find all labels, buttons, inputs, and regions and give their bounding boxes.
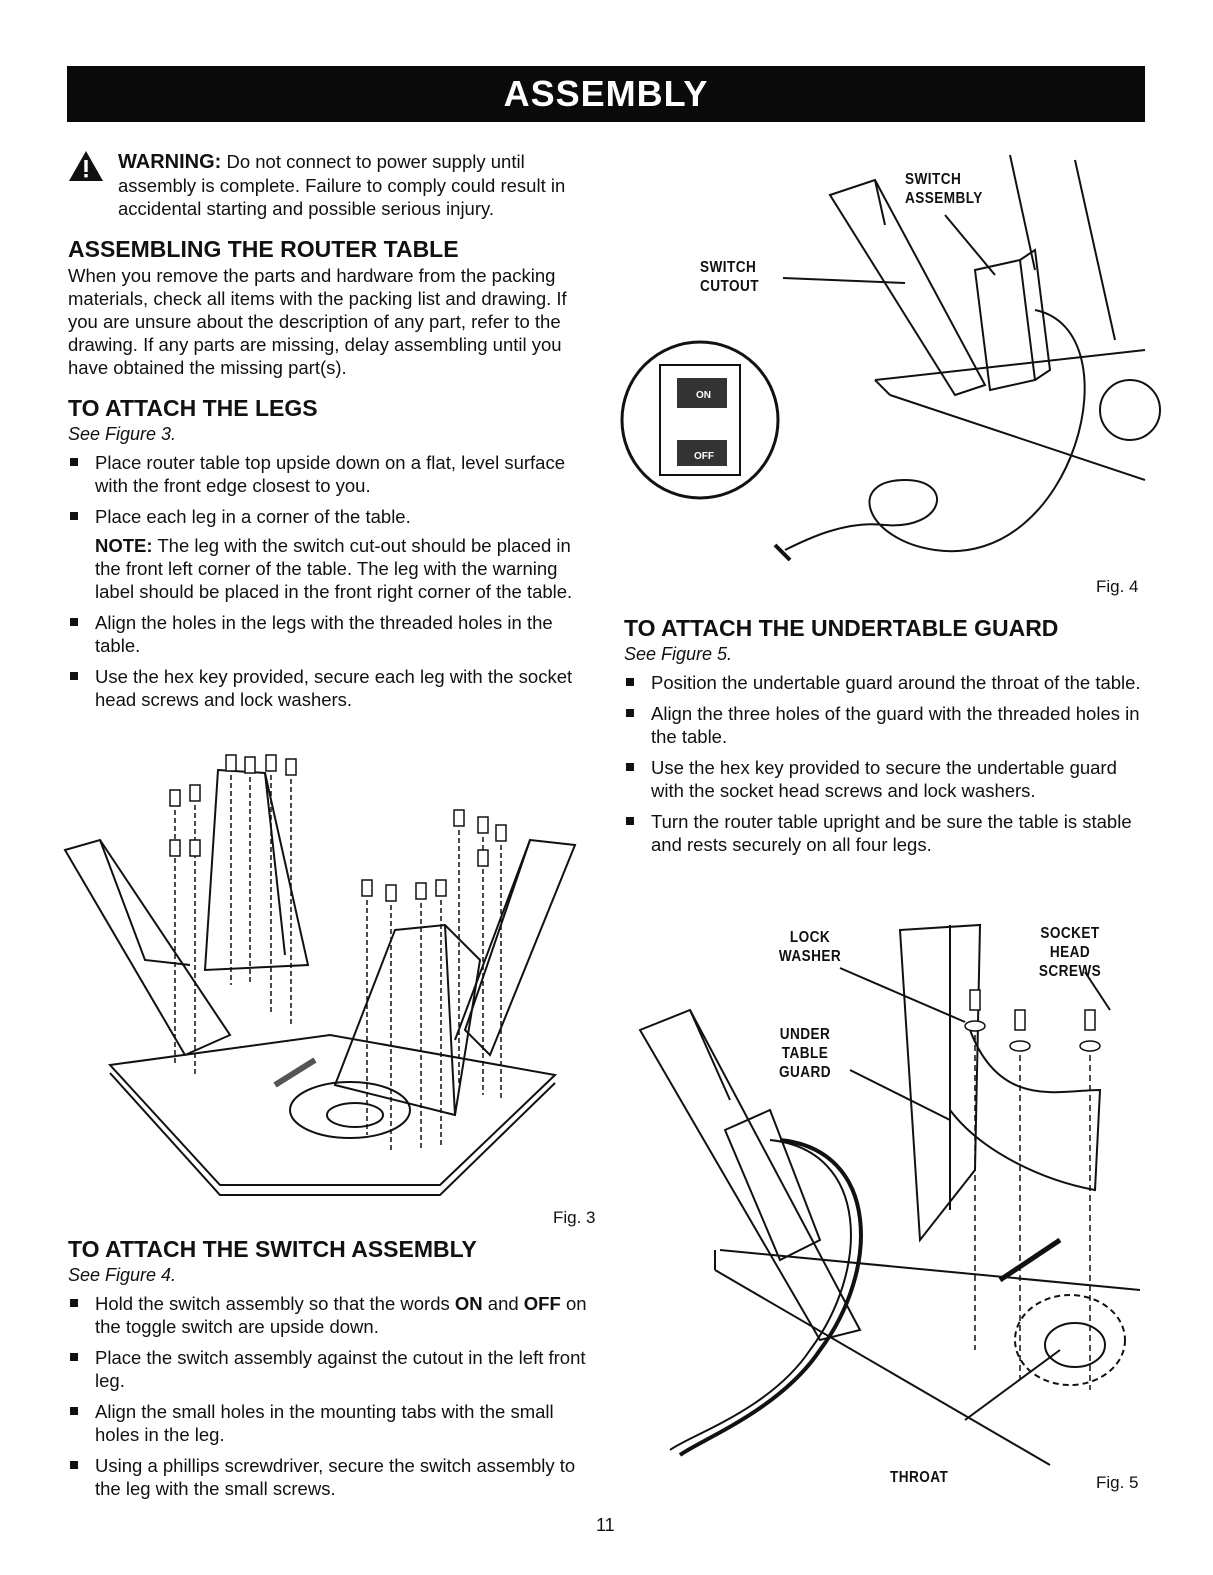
note-text: The leg with the switch cut-out should b… (95, 535, 573, 602)
list-item: Hold the switch assembly so that the wor… (68, 1292, 598, 1338)
switch-heading: TO ATTACH THE SWITCH ASSEMBLY (68, 1236, 477, 1262)
screw-icon (435, 879, 447, 1145)
screw-icon (189, 839, 201, 857)
legs-heading: TO ATTACH THE LEGS (68, 395, 318, 421)
screw-icon (169, 789, 181, 1065)
list-item: Place each leg in a corner of the table. (68, 505, 598, 528)
warning-icon (69, 151, 103, 181)
legs-see-figure: See Figure 3. (68, 424, 177, 444)
text: Hold the switch assembly so that the wor… (95, 1293, 450, 1314)
off-word: OFF (523, 1293, 561, 1314)
list-item: Use the hex key provided to secure the u… (624, 756, 1144, 802)
warning-label: WARNING: (118, 151, 222, 173)
screw-icon (225, 754, 237, 985)
list-item: Place the switch assembly against the cu… (68, 1346, 598, 1392)
switch-section: TO ATTACH THE SWITCH ASSEMBLY See Figure… (68, 1236, 598, 1508)
lock-washer-callout: LOCK WASHER (778, 929, 842, 965)
legs-note: NOTE: The leg with the switch cut-out sh… (68, 534, 598, 603)
switch-assembly-callout: SWITCH ASSEMBLY (905, 171, 983, 207)
switch-cutout-callout: SWITCH CUTOUT (700, 259, 759, 295)
on-word: ON (454, 1293, 483, 1314)
legs-list: Place router table top upside down on a … (68, 451, 598, 528)
on-label: ON (696, 390, 711, 401)
guard-heading: TO ATTACH THE UNDERTABLE GUARD (624, 615, 1059, 641)
screw-icon (495, 824, 507, 1100)
screw-icon (265, 754, 277, 1015)
text: on the toggle switch are upside down. (95, 1293, 587, 1337)
figure-3-drawing (63, 754, 577, 1196)
list-item: Place router table top upside down on a … (68, 451, 598, 497)
screw-icon (244, 756, 256, 985)
text: and (487, 1293, 519, 1314)
figure-5-label: Fig. 5 (1096, 1473, 1139, 1492)
switch-detail-icon (620, 340, 780, 500)
left-column: WARNING: Do not connect to power supply … (68, 150, 598, 719)
under-table-guard-callout: UNDER TABLE GUARD (778, 1026, 831, 1081)
guard-see-figure: See Figure 5. (624, 644, 733, 664)
list-item: Align the small holes in the mounting ta… (68, 1400, 598, 1446)
list-item: Use the hex key provided, secure each le… (68, 665, 598, 711)
screw-icon (477, 816, 489, 1095)
screw-icon (453, 809, 465, 1085)
off-label: OFF (694, 451, 714, 462)
legs-list-2: Align the holes in the legs with the thr… (68, 611, 598, 711)
switch-see-figure: See Figure 4. (68, 1265, 177, 1285)
screw-icon (385, 884, 397, 1150)
guard-section: TO ATTACH THE UNDERTABLE GUARD See Figur… (624, 615, 1144, 864)
list-item: Turn the router table upright and be sur… (624, 810, 1144, 856)
screw-icon (415, 882, 427, 1150)
warning-block: WARNING: Do not connect to power supply … (68, 150, 598, 220)
washer-icon (1079, 1040, 1101, 1052)
screw-icon (1084, 1009, 1096, 1031)
warning-text: Do not connect to power supply until ass… (118, 151, 566, 219)
washer-icon (964, 1020, 986, 1032)
note-label: NOTE: (95, 535, 153, 556)
screw-icon (361, 879, 373, 1135)
washer-icon (1009, 1040, 1031, 1052)
screw-icon (969, 989, 981, 1011)
list-item: Align the three holes of the guard with … (624, 702, 1144, 748)
figure-4-drawing: ON OFF (620, 154, 1161, 562)
socket-head-screws-callout: SOCKET HEAD SCREWS (1038, 925, 1102, 980)
list-item: Align the holes in the legs with the thr… (68, 611, 598, 657)
router-table-text: When you remove the parts and hardware f… (68, 265, 567, 378)
screw-icon (477, 849, 489, 867)
screw-icon (1014, 1009, 1026, 1031)
list-item: Position the undertable guard around the… (624, 671, 1144, 694)
section-header: ASSEMBLY (67, 66, 1145, 122)
throat-callout: THROAT (890, 1469, 949, 1486)
router-table-heading: ASSEMBLING THE ROUTER TABLE (68, 236, 459, 262)
switch-list: Hold the switch assembly so that the wor… (68, 1292, 598, 1500)
figure-3-label: Fig. 3 (553, 1208, 596, 1227)
screw-icon (285, 758, 297, 1025)
guard-list: Position the undertable guard around the… (624, 671, 1144, 856)
figure-5-drawing (638, 923, 1141, 1466)
screw-icon (189, 784, 201, 1075)
list-item: Using a phillips screwdriver, secure the… (68, 1454, 598, 1500)
page-number: 11 (596, 1515, 615, 1535)
screw-icon (169, 839, 181, 857)
figure-4-label: Fig. 4 (1096, 577, 1139, 596)
